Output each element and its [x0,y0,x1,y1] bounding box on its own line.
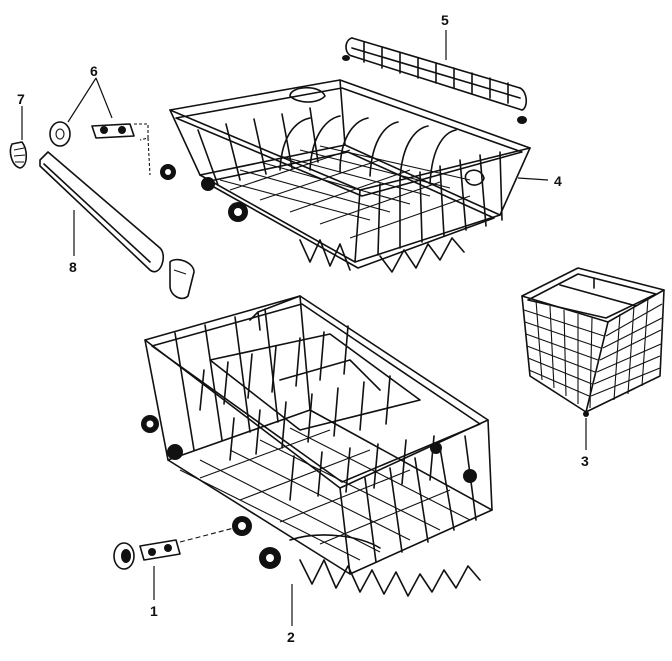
callout-3: 3 [581,453,589,469]
end-cap-part-7 [9,141,28,169]
leader-lines [21,30,587,626]
callout-4: 4 [554,173,562,189]
upper-rack-part-4 [160,79,531,273]
wheel-axle-part-1 [113,527,235,570]
tine-row-part-5 [342,37,528,124]
callout-6: 6 [90,63,98,79]
rack-rail-part-8 [39,151,195,300]
wheel-axle-part-6 [49,121,151,176]
callout-2: 2 [287,629,295,645]
callout-8: 8 [69,259,77,275]
callout-5: 5 [441,12,449,28]
callout-7: 7 [17,91,25,107]
silverware-basket-part-3 [521,267,665,417]
callout-1: 1 [150,603,158,619]
lower-rack-part-2 [141,295,493,597]
